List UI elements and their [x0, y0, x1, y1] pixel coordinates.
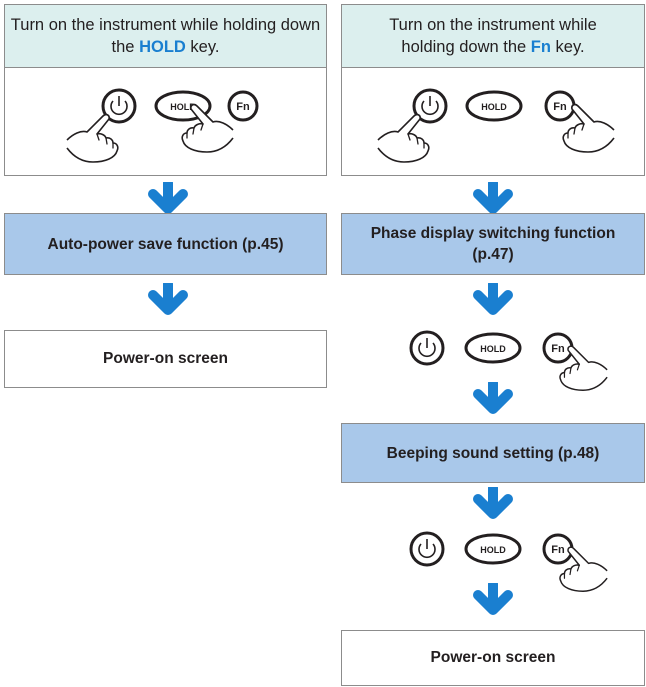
right-result-label: Power-on screen — [430, 649, 556, 666]
right-beep-step: Beeping sound setting (p.48) — [341, 423, 645, 483]
left-instruction-key: HOLD — [139, 38, 186, 56]
arrow-down-icon — [145, 283, 191, 323]
left-hand-icon — [66, 113, 119, 163]
fn-key-icon: Fn — [227, 90, 259, 122]
power-key-icon — [409, 531, 445, 567]
left-instruction-header: Turn on the instrument while holding dow… — [4, 4, 327, 68]
right-result-box: Power-on screen — [341, 630, 645, 686]
arrow-down-icon — [470, 487, 516, 527]
right-keys-row-2: HOLD Fn — [409, 531, 608, 592]
left-result-label: Power-on screen — [103, 350, 228, 367]
hold-key-icon: HOLD — [465, 90, 523, 122]
left-instruction-post: key. — [185, 38, 220, 56]
hold-key-icon: HOLD — [464, 332, 522, 364]
right-instruction-header: Turn on the instrument while holding dow… — [341, 4, 645, 68]
right-instruction-key: Fn — [530, 38, 551, 56]
fn-key-label: Fn — [553, 101, 567, 113]
right-instruction-pre: Turn on the instrument while holding dow… — [389, 16, 597, 56]
left-result-box: Power-on screen — [4, 330, 327, 388]
left-keys-graphic: HOLD Fn — [66, 88, 259, 163]
fn-key-label: Fn — [551, 544, 565, 556]
arrow-down-icon — [470, 583, 516, 623]
hold-key-label: HOLD — [170, 102, 196, 112]
right-function-label: Phase display switching function (p.47) — [370, 225, 616, 263]
left-hand-icon — [377, 113, 430, 163]
right-key-illustration: HOLD Fn — [341, 67, 645, 176]
power-key-icon — [101, 88, 137, 124]
hold-key-icon: HOLD — [464, 533, 522, 565]
right-beep-label: Beeping sound setting (p.48) — [386, 444, 600, 462]
fn-key-label: Fn — [551, 343, 565, 355]
hold-key-label: HOLD — [480, 344, 506, 354]
hold-key-label: HOLD — [480, 545, 506, 555]
left-instruction-text: Turn on the instrument while holding dow… — [5, 14, 326, 58]
left-instruction-pre: Turn on the instrument while holding dow… — [10, 16, 321, 56]
left-function-label: Auto-power save function (p.45) — [47, 235, 284, 253]
arrow-down-icon — [470, 283, 516, 323]
fn-key-icon: Fn — [542, 533, 574, 565]
right-instruction-text: Turn on the instrument while holding dow… — [342, 14, 644, 58]
fn-key-icon: Fn — [544, 90, 576, 122]
hold-key-label: HOLD — [481, 102, 507, 112]
left-function-step: Auto-power save function (p.45) — [4, 213, 327, 275]
right-instruction-post: key. — [550, 38, 585, 56]
left-key-illustration: HOLD Fn — [4, 67, 327, 176]
right-function-step: Phase display switching function (p.47) — [341, 213, 645, 275]
right-keys-graphic: HOLD Fn — [377, 88, 615, 163]
arrow-down-icon — [470, 382, 516, 422]
right-keys-row-1: HOLD Fn — [409, 330, 608, 391]
power-key-icon — [409, 330, 445, 366]
fn-key-label: Fn — [236, 101, 250, 113]
power-key-icon — [412, 88, 448, 124]
